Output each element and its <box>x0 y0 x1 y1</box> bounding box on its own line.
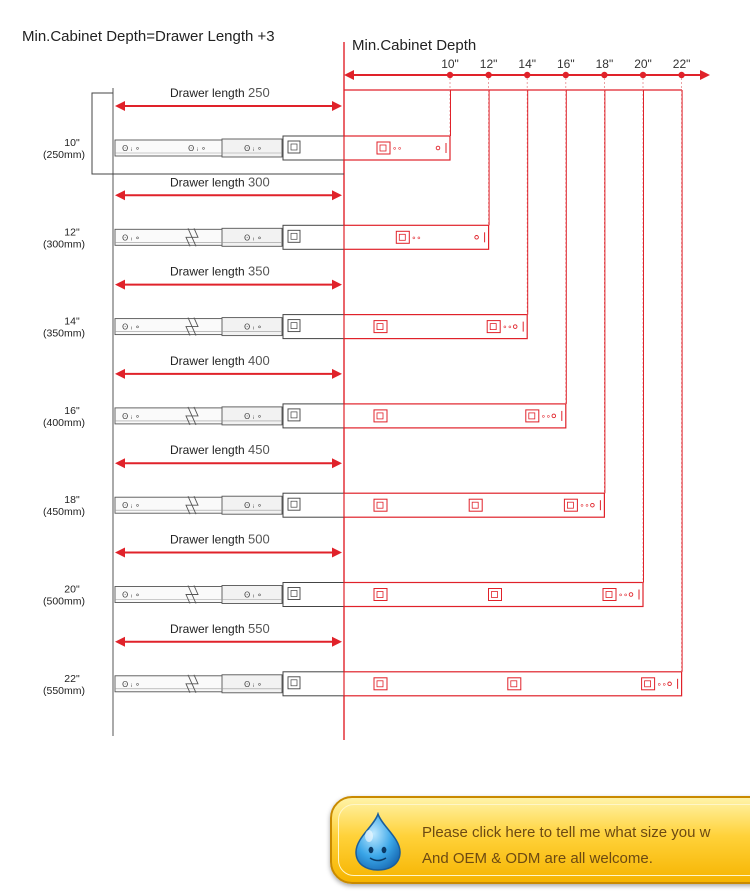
slide-inner-rail: ʘ ᵢ ∘ ʘ ᵢ ∘ ʘ ᵢ ∘ <box>114 135 345 161</box>
size-inch-label: 16" <box>64 405 80 417</box>
slide-extension: ∘∘ <box>343 581 644 608</box>
svg-text:ʘ ᵢ ∘: ʘ ᵢ ∘ <box>244 412 262 421</box>
size-inch-label: 14" <box>64 316 80 328</box>
slide-inner-rail: ʘ ᵢ ∘ ʘ ᵢ ∘ <box>114 403 345 429</box>
svg-text:ʘ ᵢ ∘: ʘ ᵢ ∘ <box>244 323 262 332</box>
svg-text:ʘ ᵢ ∘: ʘ ᵢ ∘ <box>122 144 140 153</box>
size-mm-label: (550mm) <box>43 685 85 697</box>
first-row-bracket <box>91 92 344 175</box>
drawer-row: Drawer length 350 14"(350mm) ʘ ᵢ ∘ ʘ ᵢ ∘ ∘∘ <box>43 78 529 340</box>
svg-text:ʘ ᵢ ∘: ʘ ᵢ ∘ <box>122 591 140 600</box>
size-inch-label: 10" <box>64 137 80 149</box>
drawer-row: Drawer length 400 16"(400mm) ʘ ᵢ ∘ ʘ ᵢ ∘ ∘∘ <box>43 78 567 429</box>
drawer-length-label: Drawer length 400 <box>170 353 270 368</box>
drawer-length-label: Drawer length 550 <box>170 621 270 636</box>
svg-text:ʘ ᵢ ∘: ʘ ᵢ ∘ <box>244 591 262 600</box>
size-inch-label: 12" <box>64 226 80 238</box>
drawer-row: Drawer length 500 20"(500mm) ʘ ᵢ ∘ ʘ ᵢ ∘ ∘∘ <box>43 78 644 608</box>
size-mm-label: (500mm) <box>43 596 85 608</box>
slide-extension: ∘∘ <box>343 314 528 340</box>
svg-text:ʘ ᵢ ∘: ʘ ᵢ ∘ <box>122 323 140 332</box>
depth-tick-label: 14" <box>518 57 536 71</box>
svg-text:ʘ ᵢ ∘: ʘ ᵢ ∘ <box>244 680 262 689</box>
depth-tick-dot <box>562 71 569 79</box>
svg-text:∘∘: ∘∘ <box>657 680 667 689</box>
depth-tick-label: 20" <box>634 57 652 71</box>
svg-text:ʘ ᵢ ∘: ʘ ᵢ ∘ <box>122 412 140 421</box>
depth-tick-label: 18" <box>596 57 614 71</box>
drawer-length-arrow <box>115 458 342 469</box>
size-mm-label: (300mm) <box>43 238 85 250</box>
svg-text:∘∘: ∘∘ <box>579 501 589 510</box>
slide-extension: ∘∘ <box>343 224 490 250</box>
svg-text:∘∘: ∘∘ <box>502 323 512 332</box>
size-inch-label: 22" <box>64 673 80 685</box>
depth-ticks: 10" 12" 14" 16" 18" 20" 22" <box>344 57 710 80</box>
depth-tick-dot <box>639 71 647 79</box>
size-mm-label: (350mm) <box>43 328 85 340</box>
svg-text:ʘ ᵢ ∘: ʘ ᵢ ∘ <box>188 144 206 153</box>
svg-text:∘∘: ∘∘ <box>411 233 421 242</box>
svg-text:ʘ ᵢ ∘: ʘ ᵢ ∘ <box>122 233 140 242</box>
slide-inner-rail: ʘ ᵢ ∘ ʘ ᵢ ∘ <box>114 314 345 340</box>
svg-text:ʘ ᵢ ∘: ʘ ᵢ ∘ <box>244 501 262 510</box>
svg-text:ʘ ᵢ ∘: ʘ ᵢ ∘ <box>122 680 140 689</box>
size-mm-label: (450mm) <box>43 506 85 518</box>
diagram-title: Min.Cabinet Depth=Drawer Length +3 <box>22 28 275 45</box>
slide-extension: ∘∘ <box>343 135 451 161</box>
depth-tick-dot <box>601 71 608 79</box>
depth-tick-label: 10" <box>441 57 459 71</box>
drawer-length-arrow <box>115 368 342 379</box>
depth-tick-label: 12" <box>480 57 498 71</box>
drawer-length-arrow <box>115 547 342 558</box>
svg-text:∘∘: ∘∘ <box>392 144 402 153</box>
drawer-length-label: Drawer length 300 <box>170 174 270 189</box>
size-inch-label: 18" <box>64 494 80 506</box>
svg-text:∘∘: ∘∘ <box>541 412 551 421</box>
slide-inner-rail: ʘ ᵢ ∘ ʘ ᵢ ∘ <box>114 671 345 697</box>
svg-text:∘∘: ∘∘ <box>618 591 628 600</box>
depth-tick-dot <box>446 71 454 79</box>
slide-extension: ∘∘ <box>343 403 567 429</box>
depth-tick-dot <box>678 71 685 79</box>
depth-tick-dot <box>485 71 492 79</box>
drawer-length-arrow <box>115 636 342 647</box>
slide-inner-rail: ʘ ᵢ ∘ ʘ ᵢ ∘ <box>114 492 345 518</box>
svg-text:ʘ ᵢ ∘: ʘ ᵢ ∘ <box>244 233 262 242</box>
size-inch-label: 20" <box>64 584 80 596</box>
drawer-length-label: Drawer length 500 <box>170 532 270 547</box>
slide-extension: ∘∘ <box>343 671 683 697</box>
svg-text:ʘ ᵢ ∘: ʘ ᵢ ∘ <box>122 501 140 510</box>
drawer-length-arrow <box>115 190 342 201</box>
water-drop-icon <box>355 812 401 871</box>
banner-line-2: And OEM & ODM are all welcome. <box>422 850 653 867</box>
size-mm-label: (250mm) <box>43 149 85 161</box>
depth-tick-label: 16" <box>557 57 575 71</box>
slide-inner-rail: ʘ ᵢ ∘ ʘ ᵢ ∘ <box>114 582 345 607</box>
drawer-length-label: Drawer length 350 <box>170 264 270 279</box>
cabinet-depth-label: Min.Cabinet Depth <box>352 37 476 54</box>
depth-tick-dot <box>524 71 531 79</box>
drawer-length-label: Drawer length 250 <box>170 85 270 100</box>
drawer-length-label: Drawer length 450 <box>170 442 270 457</box>
drawer-length-arrow <box>115 101 342 111</box>
depth-tick-label: 22" <box>673 57 691 71</box>
drawer-row: Drawer length 550 22"(550mm) ʘ ᵢ ∘ ʘ ᵢ ∘ ∘∘ <box>43 78 683 697</box>
size-mm-label: (400mm) <box>43 417 85 429</box>
contact-banner[interactable]: Please click here to tell me what size y… <box>330 796 750 884</box>
slide-inner-rail: ʘ ᵢ ∘ ʘ ᵢ ∘ <box>114 224 345 250</box>
drawer-row: Drawer length 450 18"(450mm) ʘ ᵢ ∘ ʘ ᵢ ∘ ∘∘ <box>43 78 606 518</box>
slide-extension: ∘∘ <box>343 492 605 518</box>
drawer-row: Drawer length 300 12"(300mm) ʘ ᵢ ∘ ʘ ᵢ ∘ ∘∘ <box>43 78 490 250</box>
drawer-length-arrow <box>115 279 342 290</box>
svg-text:ʘ ᵢ ∘: ʘ ᵢ ∘ <box>244 144 262 153</box>
banner-line-1[interactable]: Please click here to tell me what size y… <box>422 824 711 841</box>
